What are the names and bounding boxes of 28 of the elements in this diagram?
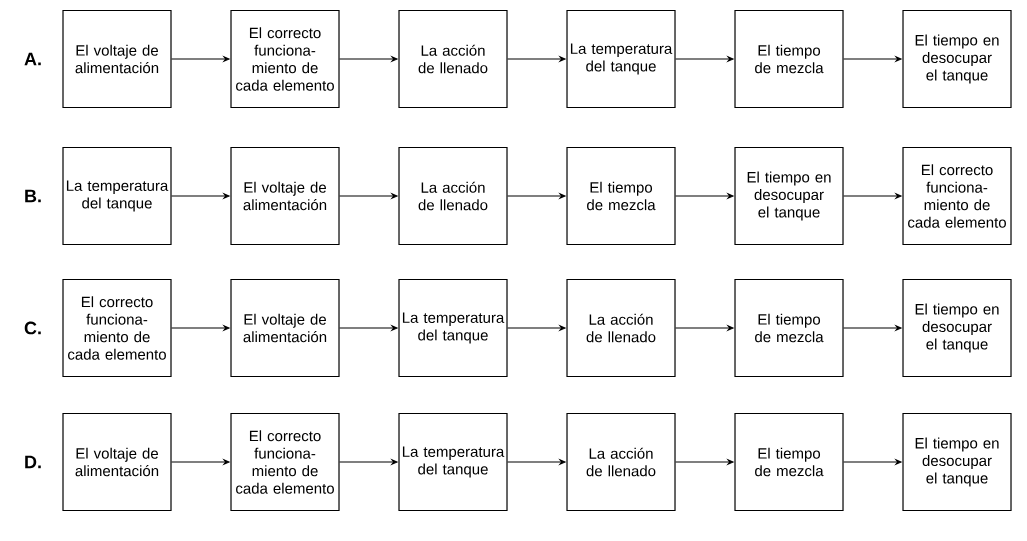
process-box: El tiempo de mezcla [734, 412, 844, 512]
process-box: El correcto funciona- miento de cada elemento [230, 9, 340, 109]
process-box: La acción de llenado [398, 9, 508, 109]
process-box: El voltaje de alimentación [230, 278, 340, 378]
process-box: El tiempo de mezcla [566, 146, 676, 246]
process-box: El correcto funciona- miento de cada elemento [62, 278, 172, 378]
process-box: El correcto funciona- miento de cada elemento [902, 146, 1012, 246]
process-box: La acción de llenado [566, 278, 676, 378]
process-box: El voltaje de alimentación [62, 9, 172, 109]
row-letter: B. [25, 189, 41, 203]
process-box: La acción de llenado [566, 412, 676, 512]
process-box: El tiempo de mezcla [734, 9, 844, 109]
process-box: La temperatura del tanque [398, 412, 508, 512]
process-box: El tiempo de mezcla [734, 278, 844, 378]
process-box: El voltaje de alimentación [230, 146, 340, 246]
row-letter: A. [24, 52, 41, 66]
process-box: El voltaje de alimentación [62, 412, 172, 512]
process-box: El tiempo en desocupar el tanque [734, 146, 844, 246]
row-letter: D. [25, 455, 41, 469]
row-letter: C. [24, 321, 41, 335]
process-box: El tiempo en desocupar el tanque [902, 9, 1012, 109]
process-box: La temperatura del tanque [566, 9, 676, 109]
process-box: El tiempo en desocupar el tanque [902, 412, 1012, 512]
process-box: El correcto funciona- miento de cada elemento [230, 412, 340, 512]
process-box: La temperatura del tanque [398, 278, 508, 378]
process-box: El tiempo en desocupar el tanque [902, 278, 1012, 378]
process-box: La acción de llenado [398, 146, 508, 246]
process-box: La temperatura del tanque [62, 146, 172, 246]
